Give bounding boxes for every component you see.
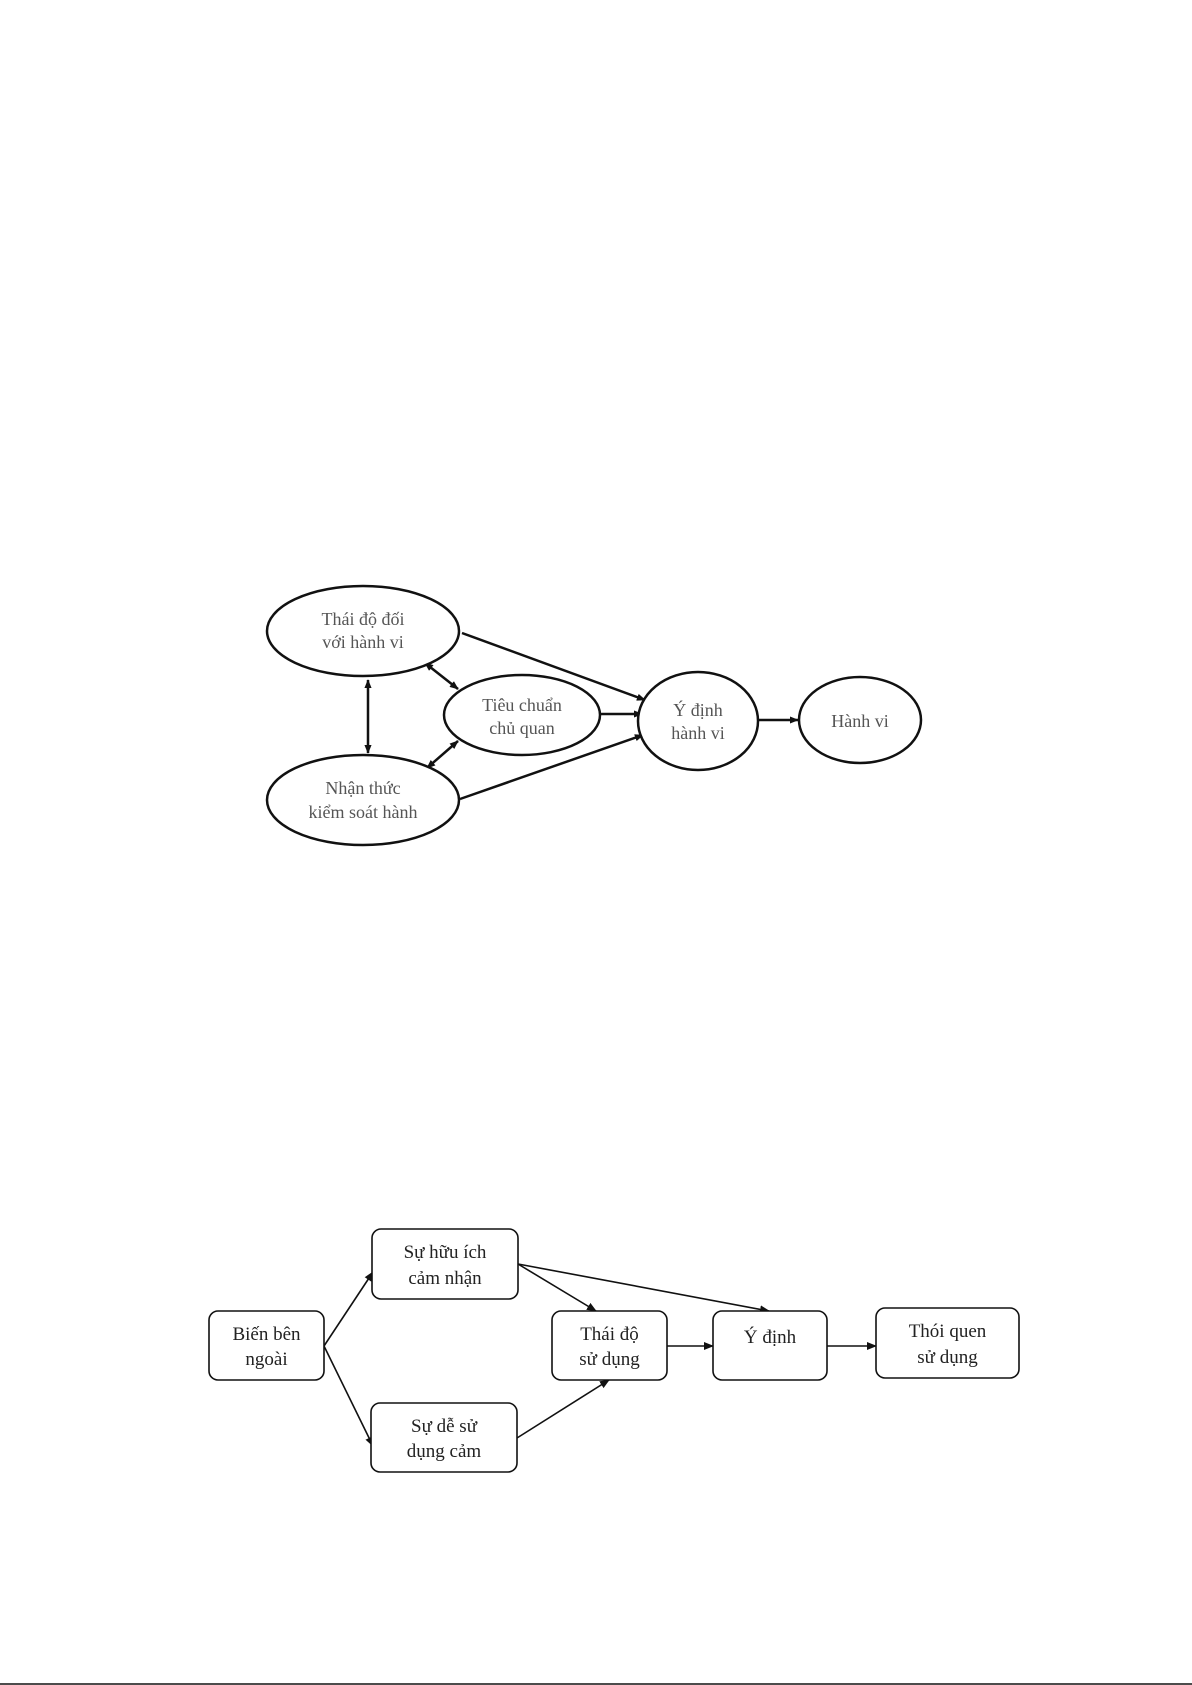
node-perceived-control: Nhận thức kiểm soát hành — [267, 755, 459, 845]
tpb-diagram: Thái độ đối với hành vi Tiêu chuẩn chủ q… — [267, 586, 921, 845]
node-external-variables-line-1: Biến bên — [232, 1324, 301, 1345]
node-usage-habit: Thói quen sử dụng — [876, 1308, 1019, 1378]
node-usage-habit-line-1: Thói quen — [909, 1321, 987, 1342]
node-behavior: Hành vi — [799, 677, 921, 763]
node-behavior-line-1: Hành vi — [831, 711, 889, 731]
node-behavioral-intention: Ý định hành vi — [638, 672, 758, 770]
node-behavioral-intention-line-1: Ý định — [673, 699, 723, 720]
tam-diagram: Biến bên ngoài Sự hữu ích cảm nhận Sự dễ… — [209, 1229, 1019, 1472]
node-perceived-ease-line-1: Sự dễ sử — [411, 1416, 478, 1437]
node-attitude: Thái độ đối với hành vi — [267, 586, 459, 676]
node-subjective-norm: Tiêu chuẩn chủ quan — [444, 675, 600, 755]
tpb-nodes: Thái độ đối với hành vi Tiêu chuẩn chủ q… — [267, 586, 921, 845]
tam-arrow-external-to-ease — [324, 1346, 373, 1446]
tam-nodes: Biến bên ngoài Sự hữu ích cảm nhận Sự dễ… — [209, 1229, 1019, 1472]
node-external-variables-line-2: ngoài — [245, 1349, 287, 1370]
node-subjective-norm-line-2: chủ quan — [489, 718, 554, 738]
node-perceived-control-line-1: Nhận thức — [325, 778, 400, 798]
node-perceived-ease: Sự dễ sử dụng cảm — [371, 1403, 517, 1472]
node-attitude-toward-use: Thái độ sử dụng — [552, 1311, 667, 1380]
node-attitude-line-1: Thái độ đối — [322, 609, 405, 629]
node-perceived-control-line-2: kiểm soát hành — [309, 802, 418, 822]
node-attitude-line-2: với hành vi — [322, 632, 404, 652]
tpb-arrow-attitude-to-subjective-norm — [425, 663, 458, 689]
node-subjective-norm-line-1: Tiêu chuẩn — [482, 695, 562, 715]
tpb-arrow-subjective-norm-to-perceived-control — [427, 741, 458, 768]
node-external-variables: Biến bên ngoài — [209, 1311, 324, 1380]
node-behavioral-intention-line-2: hành vi — [671, 723, 725, 743]
tam-arrow-external-to-usefulness — [324, 1272, 373, 1346]
node-perceived-usefulness-line-2: cảm nhận — [408, 1268, 482, 1289]
node-perceived-usefulness: Sự hữu ích cảm nhận — [372, 1229, 518, 1299]
tam-arrow-ease-to-attitude-use — [517, 1380, 609, 1438]
node-perceived-ease-line-2: dụng cảm — [407, 1441, 482, 1462]
node-attitude-toward-use-line-2: sử dụng — [579, 1349, 640, 1370]
node-intention: Ý định — [713, 1311, 827, 1380]
node-attitude-toward-use-line-1: Thái độ — [580, 1324, 639, 1345]
node-usage-habit-line-2: sử dụng — [917, 1347, 978, 1368]
node-perceived-usefulness-line-1: Sự hữu ích — [404, 1242, 487, 1263]
node-intention-line-1: Ý định — [744, 1326, 797, 1348]
